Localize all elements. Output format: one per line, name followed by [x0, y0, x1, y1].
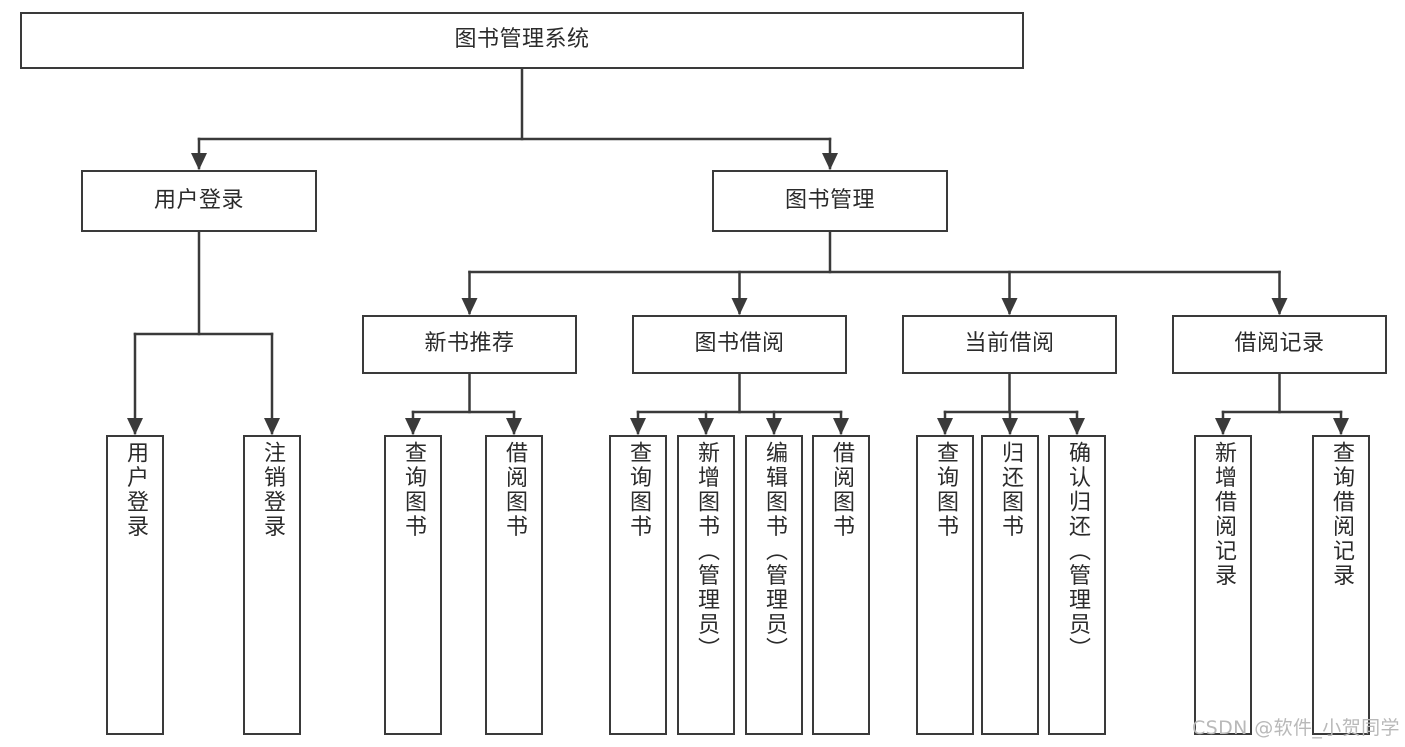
node-user-login: 用户登录 — [81, 170, 317, 232]
node-root: 图书管理系统 — [20, 12, 1024, 69]
node-label-user-login: 用户登录 — [153, 187, 244, 213]
node-leaf-query-record: 查询借阅记录 — [1312, 435, 1370, 735]
node-label-root: 图书管理系统 — [454, 27, 590, 53]
node-label-leaf-query-book-2: 查询图书 — [626, 441, 651, 539]
node-label-leaf-user-logout: 注销登录 — [260, 441, 285, 539]
arrow-head-leaf-query-record — [1333, 418, 1349, 435]
node-leaf-user-login: 用户登录 — [106, 435, 164, 735]
node-leaf-add-record: 新增借阅记录 — [1194, 435, 1252, 735]
node-label-book-manage: 图书管理 — [784, 187, 875, 213]
node-label-borrow-record: 借阅记录 — [1234, 331, 1325, 357]
node-leaf-borrow-book-1: 借阅图书 — [485, 435, 543, 735]
node-label-leaf-borrow-book-2: 借阅图书 — [829, 441, 854, 539]
arrow-head-book-manage — [822, 153, 838, 170]
arrow-head-leaf-user-logout — [264, 418, 280, 435]
arrow-head-leaf-borrow-book-2 — [833, 418, 849, 435]
node-current-borrow: 当前借阅 — [902, 315, 1117, 374]
node-leaf-edit-book: 编辑图书（管理员） — [745, 435, 803, 735]
node-label-book-borrow: 图书借阅 — [694, 331, 785, 357]
arrow-head-leaf-return-book — [1002, 418, 1018, 435]
arrow-head-leaf-query-book-3 — [937, 418, 953, 435]
csdn-watermark: CSDN @软件_小贺同学 — [1192, 717, 1400, 739]
node-label-new-book-rec: 新书推荐 — [424, 331, 515, 357]
node-label-leaf-add-record: 新增借阅记录 — [1211, 441, 1236, 588]
arrow-head-leaf-add-book — [698, 418, 714, 435]
node-label-current-borrow: 当前借阅 — [964, 331, 1055, 357]
node-leaf-query-book-3: 查询图书 — [916, 435, 974, 735]
arrow-head-new-book-rec — [461, 298, 478, 315]
node-label-leaf-add-book: 新增图书（管理员） — [694, 441, 719, 662]
arrow-head-leaf-edit-book — [766, 418, 782, 435]
arrow-head-current-borrow — [1001, 298, 1018, 315]
node-leaf-confirm-return: 确认归还（管理员） — [1048, 435, 1106, 735]
arrow-head-leaf-add-record — [1215, 418, 1231, 435]
node-leaf-return-book: 归还图书 — [981, 435, 1039, 735]
arrow-head-leaf-borrow-book-1 — [506, 418, 522, 435]
node-label-leaf-return-book: 归还图书 — [998, 441, 1023, 539]
node-leaf-query-book-1: 查询图书 — [384, 435, 442, 735]
node-label-leaf-borrow-book-1: 借阅图书 — [502, 441, 527, 539]
arrow-head-leaf-user-login — [127, 418, 143, 435]
arrow-head-book-borrow — [731, 298, 748, 315]
arrow-head-leaf-query-book-1 — [405, 418, 421, 435]
node-borrow-record: 借阅记录 — [1172, 315, 1387, 374]
node-leaf-borrow-book-2: 借阅图书 — [812, 435, 870, 735]
node-label-leaf-confirm-return: 确认归还（管理员） — [1065, 441, 1090, 662]
node-book-borrow: 图书借阅 — [632, 315, 847, 374]
node-book-manage: 图书管理 — [712, 170, 948, 232]
node-label-leaf-query-book-1: 查询图书 — [401, 441, 426, 539]
node-label-leaf-query-book-3: 查询图书 — [933, 441, 958, 539]
node-label-leaf-user-login: 用户登录 — [123, 441, 148, 539]
node-label-leaf-query-record: 查询借阅记录 — [1329, 441, 1354, 588]
arrow-head-leaf-confirm-return — [1069, 418, 1085, 435]
node-leaf-add-book: 新增图书（管理员） — [677, 435, 735, 735]
node-new-book-rec: 新书推荐 — [362, 315, 577, 374]
arrow-head-borrow-record — [1271, 298, 1288, 315]
node-leaf-user-logout: 注销登录 — [243, 435, 301, 735]
arrow-head-user-login — [191, 153, 207, 170]
arrow-head-leaf-query-book-2 — [630, 418, 646, 435]
node-label-leaf-edit-book: 编辑图书（管理员） — [762, 441, 787, 662]
node-leaf-query-book-2: 查询图书 — [609, 435, 667, 735]
